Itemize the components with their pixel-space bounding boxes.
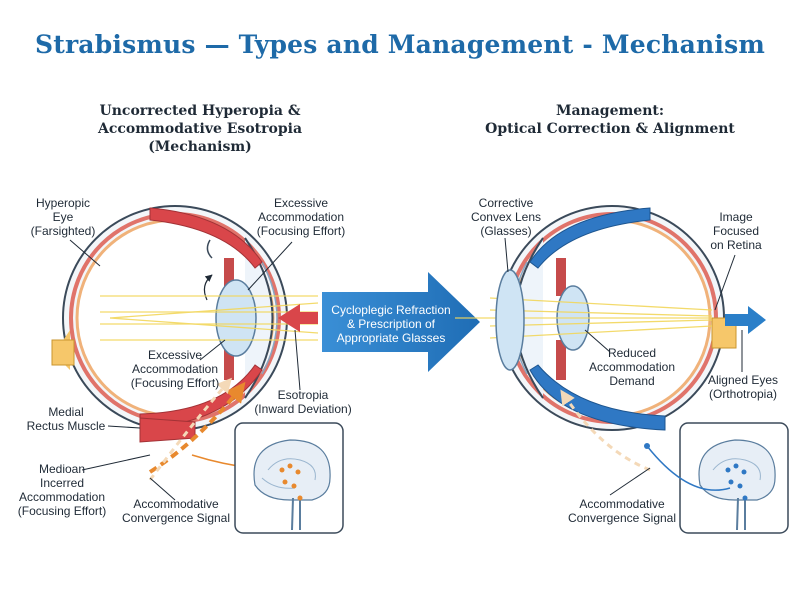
- label-excessive-accommodation-top: Excessive Accommodation (Focusing Effort…: [246, 196, 356, 238]
- leader-excessive-top: [247, 241, 293, 291]
- label-mediosa-incerred: Medioan Incerred Accommodation (Focusing…: [14, 462, 110, 518]
- label-esotropia-line-2: (Inward Deviation): [254, 402, 352, 416]
- right-heading-line-1: Management:: [555, 103, 665, 119]
- label-reduced-line-3: Demand: [609, 374, 655, 388]
- label-convergence-right-line-2: Convergence Signal: [567, 511, 677, 525]
- label-reduced-line-2: Accommodation: [588, 360, 676, 374]
- label-corrective-lens-line-1: Corrective: [478, 196, 534, 210]
- label-esotropia: Esotropia (Inward Deviation): [248, 388, 358, 416]
- label-convergence-right-line-1: Accommodative: [579, 497, 665, 511]
- label-aligned-eyes: Aligned Eyes (Orthotropia): [698, 373, 788, 401]
- label-reduced-accommodation: Reduced Accommodation Demand: [582, 346, 682, 388]
- label-image-focused-line-3: on Retina: [710, 238, 762, 252]
- reduced-signal-arrow: [560, 389, 651, 472]
- leader-excessive-inner: [199, 339, 226, 361]
- left-eye: [51, 205, 319, 443]
- label-excessive-top-line-1: Excessive: [273, 196, 329, 210]
- label-hyperopic-eye-line-3: (Farsighted): [30, 224, 96, 238]
- convergence-signal-arrow-1: [148, 381, 246, 474]
- label-mediosa-line-2: Incerred: [39, 476, 85, 490]
- label-esotropia-line-1: Esotropia: [277, 388, 329, 402]
- left-heading-line-3: (Mechanism): [148, 139, 252, 155]
- label-medial-rectus: Medial Rectus Muscle: [18, 405, 114, 433]
- esotropia-arrow: [278, 304, 318, 332]
- label-hyperopic-eye: Hyperopic Eye (Farsighted): [18, 196, 108, 238]
- left-heading-line-2: Accommodative Esotropia: [97, 121, 303, 137]
- leader-medial-rectus: [107, 425, 141, 429]
- label-convergence-signal-right: Accommodative Convergence Signal: [560, 497, 684, 525]
- leader-esotropia: [294, 329, 301, 391]
- label-convergence-signal-left: Accommodative Convergence Signal: [114, 497, 238, 525]
- leader-image-focused: [714, 254, 736, 311]
- label-aligned-eyes-line-2: (Orthotropia): [708, 387, 778, 401]
- label-excessive-top-line-2: Accommodation: [257, 210, 345, 224]
- label-excessive-accommodation-inner: Excessive Accommodation (Focusing Effort…: [120, 348, 230, 390]
- label-medial-rectus-line-2: Rectus Muscle: [26, 419, 106, 433]
- label-corrective-lens-line-2: Convex Lens: [470, 210, 542, 224]
- label-convergence-left-line-2: Convergence Signal: [121, 511, 231, 525]
- leader-convergence-right: [609, 467, 651, 496]
- label-hyperopic-eye-line-1: Hyperopic: [35, 196, 91, 210]
- label-medial-rectus-line-1: Medial: [48, 405, 84, 419]
- label-convergence-left-line-1: Accommodative: [133, 497, 219, 511]
- leader-reduced-accommodation: [584, 329, 611, 353]
- arrow-text-line-1: Cycloplegic Refraction: [331, 303, 451, 317]
- label-image-focused: Image Focused on Retina: [700, 210, 772, 252]
- right-eye: [455, 205, 737, 431]
- corrective-lens: [495, 269, 525, 371]
- label-hyperopic-eye-line-2: Eye: [52, 210, 74, 224]
- left-panel-heading: Uncorrected Hyperopia & Accommodative Es…: [70, 102, 330, 156]
- page-title: Strabismus — Types and Management - Mech…: [34, 30, 766, 59]
- label-excessive-inner-line-3: (Focusing Effort): [130, 376, 220, 390]
- label-mediosa-line-1: Medioan: [38, 462, 86, 476]
- label-excessive-top-line-3: (Focusing Effort): [256, 224, 346, 238]
- leader-corrective-lens: [504, 237, 509, 273]
- left-brain-inset: [234, 422, 344, 534]
- label-aligned-eyes-line-1: Aligned Eyes: [707, 373, 779, 387]
- leader-convergence-left: [149, 477, 176, 501]
- label-image-focused-line-2: Focused: [712, 224, 760, 238]
- left-heading-line-1: Uncorrected Hyperopia &: [99, 103, 301, 119]
- label-excessive-inner-line-1: Excessive: [147, 348, 203, 362]
- arrow-text-line-3: Appropriate Glasses: [336, 331, 446, 345]
- convergence-signal-arrow-2: [148, 377, 232, 481]
- management-arrow-text: Cycloplegic Refraction & Prescription of…: [326, 303, 456, 345]
- label-corrective-lens-line-3: (Glasses): [480, 224, 532, 238]
- right-panel-heading: Management: Optical Correction & Alignme…: [470, 102, 750, 138]
- label-mediosa-line-4: (Focusing Effort): [17, 504, 107, 518]
- label-reduced-line-1: Reduced: [607, 346, 657, 360]
- label-excessive-inner-line-2: Accommodation: [131, 362, 219, 376]
- management-arrow: [322, 272, 480, 372]
- right-brain-inset: [644, 422, 789, 534]
- arrow-text-line-2: & Prescription of: [346, 317, 436, 331]
- right-heading-line-2: Optical Correction & Alignment: [485, 121, 735, 137]
- label-image-focused-line-1: Image: [719, 210, 753, 224]
- aligned-arrow: [725, 306, 766, 334]
- leader-mediosa: [81, 454, 151, 471]
- label-mediosa-line-3: Accommodation: [18, 490, 106, 504]
- leader-hyperopic-eye: [69, 239, 101, 267]
- label-corrective-lens: Corrective Convex Lens (Glasses): [458, 196, 554, 238]
